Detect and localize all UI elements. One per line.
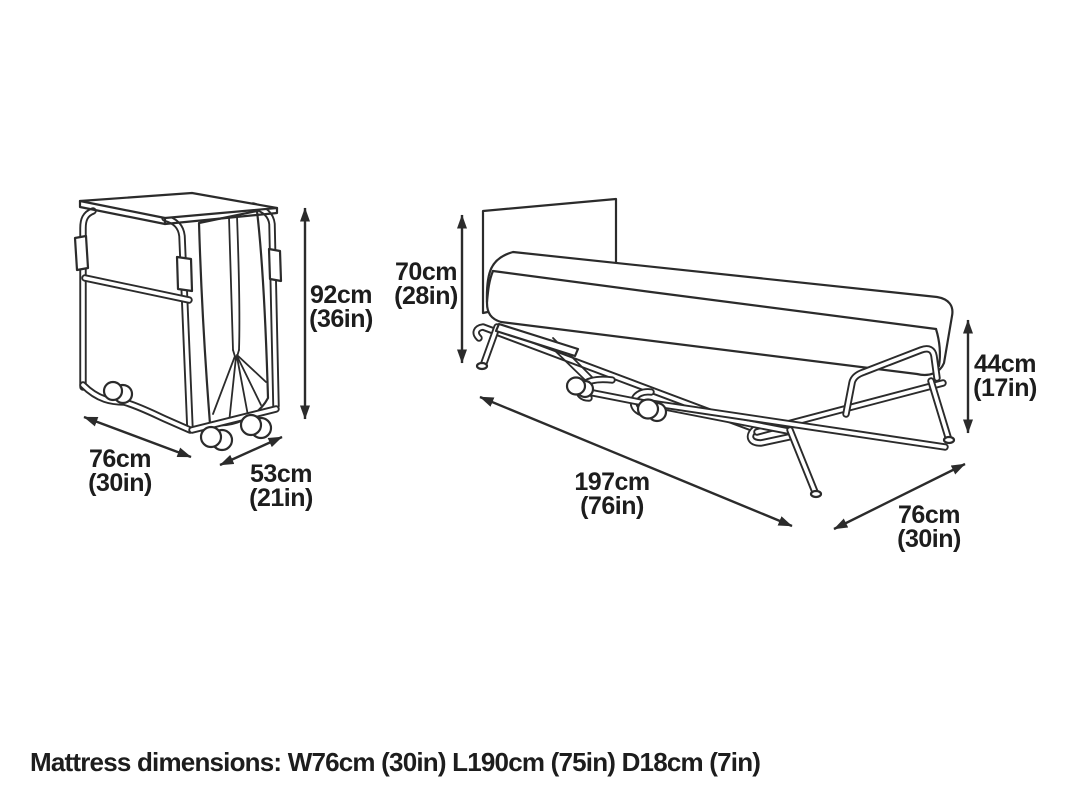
dimension-arrows	[83, 207, 973, 531]
mattress-dimensions-caption: Mattress dimensions: W76cm (30in) L190cm…	[30, 747, 761, 777]
dim-metric: 76cm	[898, 501, 960, 529]
mattress	[485, 250, 954, 377]
dim-imperial: (76in)	[580, 492, 644, 520]
dim-metric: 92cm	[310, 281, 372, 309]
folded-fabric	[197, 209, 270, 427]
open-bed-drawing	[472, 197, 956, 499]
arrow-folded-depth	[219, 435, 283, 467]
folded-bed-drawing	[73, 191, 283, 452]
dim-imperial: (30in)	[897, 525, 961, 553]
dim-metric: 53cm	[250, 460, 312, 488]
arrow-folded-width	[83, 415, 192, 459]
latch-bracket	[73, 234, 90, 272]
dim-folded-height-label: 92cm (36in)	[286, 281, 396, 333]
foot-end	[475, 345, 956, 499]
dim-bed-height-label: 44cm (17in)	[950, 350, 1060, 402]
dim-bed-width-label: 76cm (30in)	[874, 501, 984, 553]
arrow-bed-length	[479, 395, 793, 528]
dim-folded-depth-label: 53cm (21in)	[226, 460, 336, 512]
folding-brace	[494, 322, 580, 358]
dim-metric: 197cm	[574, 468, 650, 496]
dim-imperial: (28in)	[394, 282, 458, 310]
dim-bed-length-label: 197cm (76in)	[557, 468, 667, 520]
dim-imperial: (21in)	[249, 484, 313, 512]
dim-metric: 44cm	[974, 350, 1036, 378]
dim-folded-width-label: 76cm (30in)	[65, 445, 175, 497]
dim-imperial: (36in)	[309, 305, 373, 333]
arrow-bed-width	[833, 462, 966, 531]
dim-metric: 76cm	[89, 445, 151, 473]
latch-bracket	[267, 247, 283, 283]
latch-bracket	[175, 255, 194, 293]
dim-headboard-height-label: 70cm (28in)	[371, 258, 481, 310]
dim-imperial: (30in)	[88, 469, 152, 497]
dim-imperial: (17in)	[973, 374, 1037, 402]
dim-metric: 70cm	[395, 258, 457, 286]
